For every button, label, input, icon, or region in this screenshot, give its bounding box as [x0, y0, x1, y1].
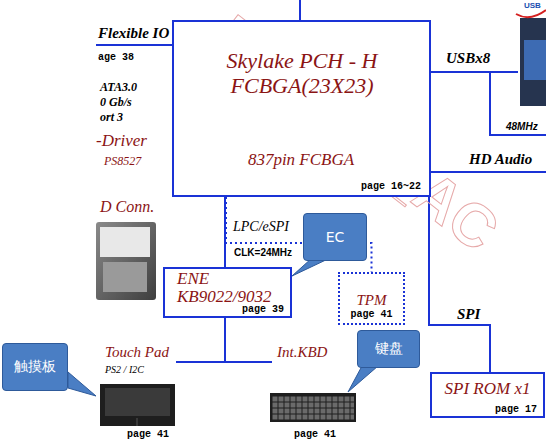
page-ref: page 41 — [294, 429, 336, 440]
bus-name: ort 3 — [100, 110, 123, 125]
bus-wire — [224, 318, 226, 362]
node-title: EC — [326, 229, 345, 245]
node-text: page 39 — [242, 304, 284, 315]
hdd-picture — [96, 222, 156, 300]
part-name: PS8527 — [104, 154, 141, 169]
chip-box: Skylake PCH - H FCBGA(23X23) 837pin FCBGA… — [172, 20, 431, 197]
part-name: Int.KBD — [277, 344, 327, 361]
node-text: page 41 — [350, 309, 392, 320]
clock-name: 48MHz — [506, 121, 538, 132]
node-title: 键盘 — [375, 340, 403, 358]
rom-box: SPI ROM x1 page 17 — [430, 372, 545, 418]
bus-name: HD Audio — [469, 151, 532, 168]
node-text: page 16~22 — [361, 181, 421, 192]
bus-name: PS2 / I2C — [105, 364, 144, 375]
bus-name: USBx8 — [446, 50, 490, 67]
page-ref: age 38 — [98, 52, 134, 63]
hdd-picture — [103, 262, 147, 292]
touchpad-picture — [100, 384, 175, 426]
node-title: 触摸板 — [14, 358, 56, 376]
part-name: Touch Pad — [105, 344, 169, 361]
callout-box: 键盘 — [357, 330, 420, 368]
part-name: D Conn. — [100, 198, 154, 216]
part-name: -Driver — [96, 131, 147, 151]
touchpad-picture — [137, 418, 138, 426]
bus-wire — [299, 0, 301, 20]
bus-name: 0 Gb/s — [100, 95, 132, 110]
usb-logo — [516, 10, 546, 17]
callout-box: EC — [303, 213, 367, 261]
hdd-picture — [100, 227, 150, 257]
node-title: ENE KB9022/9032 — [177, 270, 281, 306]
ec-box: ENE KB9022/9032page 39 — [163, 267, 292, 318]
node-title: TPM — [357, 292, 387, 309]
page-ref: page 41 — [127, 429, 169, 440]
device-picture — [524, 40, 546, 80]
touchpad-picture — [105, 388, 170, 416]
bus-name: ATA3.0 — [100, 80, 137, 95]
node-text: page 17 — [495, 404, 537, 415]
node-text: 837pin FCBGA — [174, 150, 428, 170]
bus-wire — [430, 71, 518, 73]
node-title: Skylake PCH - H FCBGA(23X23) — [204, 48, 400, 98]
node-title: SPI ROM x1 — [436, 379, 539, 398]
tpm-box: TPMpage 41 — [338, 272, 405, 325]
device-picture — [520, 18, 546, 106]
callout-tail — [348, 366, 378, 392]
callout-box: 触摸板 — [2, 343, 68, 391]
bus-wire — [176, 361, 272, 363]
keyboard-picture — [270, 393, 356, 422]
keyboard-picture — [272, 396, 354, 420]
callout-tail — [68, 372, 96, 396]
bus-line-dotted — [226, 197, 372, 272]
bus-name: LPC/eSPI — [233, 219, 289, 235]
logo-text: USB — [524, 1, 541, 10]
clock-name: CLK=24MHz — [234, 247, 292, 258]
bus-wire — [96, 44, 172, 46]
bus-name: Flexible IO — [98, 25, 169, 42]
bus-name: SPI — [457, 306, 480, 323]
